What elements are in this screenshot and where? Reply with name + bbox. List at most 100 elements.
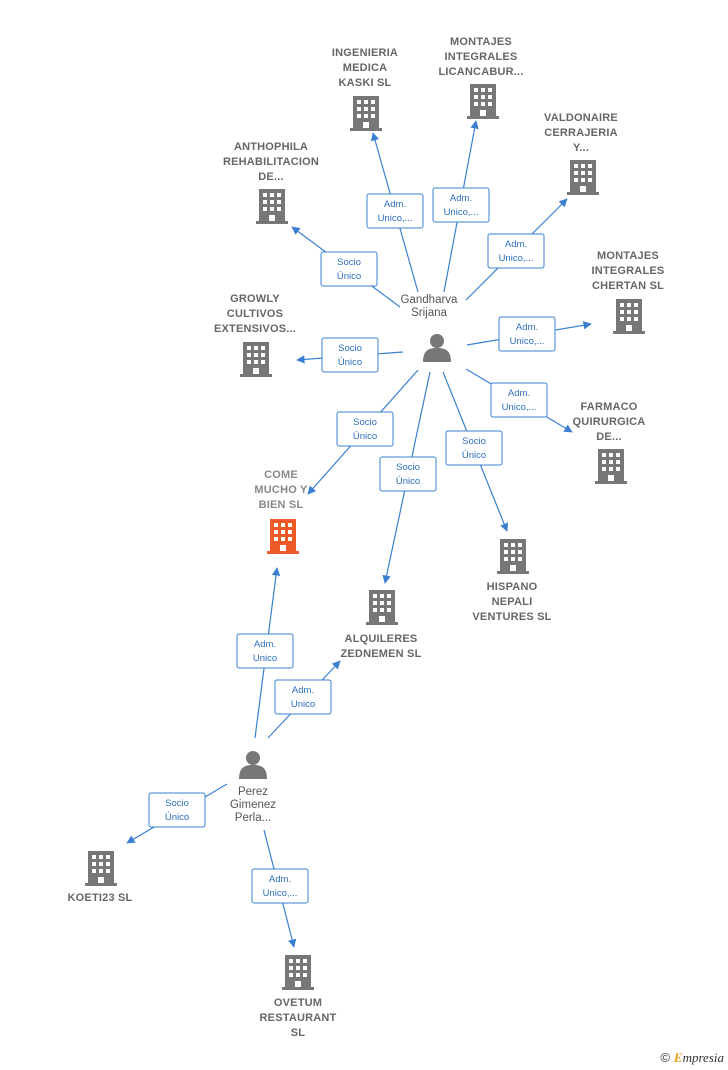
edge-label-text: Adm.: [254, 639, 276, 650]
node-label-koeti[interactable]: KOETI23 SL: [68, 892, 133, 904]
node-anthophila[interactable]: ANTHOPHILA REHABILITACION DE...: [223, 141, 319, 224]
node-farmaco[interactable]: FARMACO QUIRURGICA DE...: [573, 401, 646, 484]
node-label-come[interactable]: MUCHO Y: [254, 484, 308, 496]
node-label-growly[interactable]: EXTENSIVOS...: [214, 323, 296, 335]
person-icon[interactable]: [423, 334, 451, 362]
node-label-anthophila[interactable]: REHABILITACION: [223, 156, 319, 168]
node-label-hispano[interactable]: NEPALI: [492, 596, 533, 608]
node-label-ingenieria[interactable]: KASKI SL: [339, 77, 392, 89]
node-label-hispano[interactable]: VENTURES SL: [472, 611, 551, 623]
node-hispano[interactable]: HISPANO NEPALI VENTURES SL: [472, 539, 551, 623]
edge-label-perez-alquileres[interactable]: Adm.Unico: [274, 679, 332, 715]
node-alquileres[interactable]: ALQUILERES ZEDNEMEN SL: [340, 590, 421, 660]
building-icon[interactable]: [467, 84, 499, 119]
edge-label-box: [320, 251, 378, 287]
building-icon[interactable]: [282, 955, 314, 990]
node-label-growly[interactable]: CULTIVOS: [227, 308, 283, 320]
empresia-footer[interactable]: ©Empresia: [660, 1050, 724, 1066]
building-icon[interactable]: [595, 449, 627, 484]
edge-label-perez-come[interactable]: Adm.Unico: [236, 633, 294, 669]
node-valdonaire[interactable]: VALDONAIRE CERRAJERIA Y...: [544, 112, 618, 195]
node-growly[interactable]: GROWLY CULTIVOS EXTENSIVOS...: [214, 293, 296, 377]
person-icon[interactable]: [239, 751, 267, 779]
node-label-perez[interactable]: Gimenez: [230, 799, 276, 811]
edge-label-text: Socio: [338, 343, 362, 354]
node-label-ingenieria[interactable]: MEDICA: [343, 62, 388, 74]
edge-label-text: Único: [462, 450, 486, 461]
edge-label-box: [336, 411, 394, 447]
edge-label-box: [432, 187, 490, 223]
node-label-ovetum[interactable]: OVETUM: [274, 997, 322, 1009]
node-perez[interactable]: PerezGimenezPerla...: [230, 751, 276, 824]
node-label-montajes_che[interactable]: INTEGRALES: [592, 265, 665, 277]
node-come[interactable]: COME MUCHO Y BIEN SL: [254, 469, 308, 554]
node-label-montajes_lic[interactable]: MONTAJES: [450, 36, 512, 48]
node-label-gandharva[interactable]: Gandharva: [401, 294, 459, 306]
node-ingenieria[interactable]: INGENIERIA MEDICA KASKI SL: [332, 47, 398, 131]
node-label-anthophila[interactable]: ANTHOPHILA: [234, 141, 308, 153]
node-label-montajes_che[interactable]: MONTAJES: [597, 250, 659, 262]
node-koeti[interactable]: KOETI23 SL: [68, 851, 133, 904]
node-label-gandharva[interactable]: Srijana: [411, 307, 447, 319]
edge-label-box: [487, 233, 545, 269]
edge-label-box: [490, 382, 548, 418]
edge-label-text: Unico,...: [378, 213, 413, 224]
building-icon[interactable]: [85, 851, 117, 886]
edge-label-text: Socio: [165, 798, 189, 809]
edge-label-gandharva-ingenieria[interactable]: Adm.Unico,...: [366, 193, 424, 229]
node-label-alquileres[interactable]: ZEDNEMEN SL: [340, 648, 421, 660]
node-label-montajes_lic[interactable]: LICANCABUR...: [438, 66, 523, 78]
node-label-alquileres[interactable]: ALQUILERES: [345, 633, 418, 645]
node-label-perez[interactable]: Perla...: [235, 812, 271, 824]
node-label-anthophila[interactable]: DE...: [258, 171, 283, 183]
building-icon[interactable]: [366, 590, 398, 625]
building-icon-focus[interactable]: [267, 519, 299, 554]
node-label-perez[interactable]: Perez: [238, 786, 268, 798]
node-montajes_lic[interactable]: MONTAJES INTEGRALES LICANCABUR...: [438, 36, 523, 119]
edge-label-box: [366, 193, 424, 229]
edge-label-gandharva-farmaco[interactable]: Adm.Unico,...: [490, 382, 548, 418]
node-label-hispano[interactable]: HISPANO: [487, 581, 538, 593]
edge-label-perez-ovetum[interactable]: Adm.Unico,...: [251, 868, 309, 904]
edge-label-gandharva-montajes_che[interactable]: Adm.Unico,...: [498, 316, 556, 352]
node-ovetum[interactable]: OVETUM RESTAURANT SL: [260, 955, 337, 1039]
node-label-valdonaire[interactable]: Y...: [573, 142, 589, 154]
node-label-montajes_lic[interactable]: INTEGRALES: [445, 51, 518, 63]
building-icon[interactable]: [567, 160, 599, 195]
edge-label-box: [236, 633, 294, 669]
edge-label-text: Adm.: [269, 874, 291, 885]
building-icon[interactable]: [240, 342, 272, 377]
node-label-farmaco[interactable]: FARMACO: [580, 401, 637, 413]
node-label-come[interactable]: COME: [264, 469, 298, 481]
node-montajes_che[interactable]: MONTAJES INTEGRALES CHERTAN SL: [592, 250, 665, 334]
node-label-valdonaire[interactable]: VALDONAIRE: [544, 112, 618, 124]
node-label-ovetum[interactable]: RESTAURANT: [260, 1012, 337, 1024]
edge-label-gandharva-montajes_lic[interactable]: Adm.Unico,...: [432, 187, 490, 223]
node-label-growly[interactable]: GROWLY: [230, 293, 280, 305]
edge-label-text: Unico: [291, 699, 315, 710]
node-label-ingenieria[interactable]: INGENIERIA: [332, 47, 398, 59]
node-label-come[interactable]: BIEN SL: [259, 499, 304, 511]
edge-label-text: Adm.: [505, 239, 527, 250]
edge-label-box: [148, 792, 206, 828]
edge-label-text: Socio: [396, 462, 420, 473]
edge-label-gandharva-valdonaire[interactable]: Adm. Unico,...: [487, 233, 545, 269]
building-icon[interactable]: [613, 299, 645, 334]
building-icon[interactable]: [256, 189, 288, 224]
node-label-montajes_che[interactable]: CHERTAN SL: [592, 280, 664, 292]
node-label-valdonaire[interactable]: CERRAJERIA: [544, 127, 618, 139]
edge-label-text: Adm.: [516, 322, 538, 333]
edge-label-text: Unico,...: [499, 253, 534, 264]
node-label-farmaco[interactable]: DE...: [596, 431, 621, 443]
node-label-ovetum[interactable]: SL: [291, 1027, 306, 1039]
building-icon[interactable]: [497, 539, 529, 574]
building-icon[interactable]: [350, 96, 382, 131]
node-label-farmaco[interactable]: QUIRURGICA: [573, 416, 646, 428]
